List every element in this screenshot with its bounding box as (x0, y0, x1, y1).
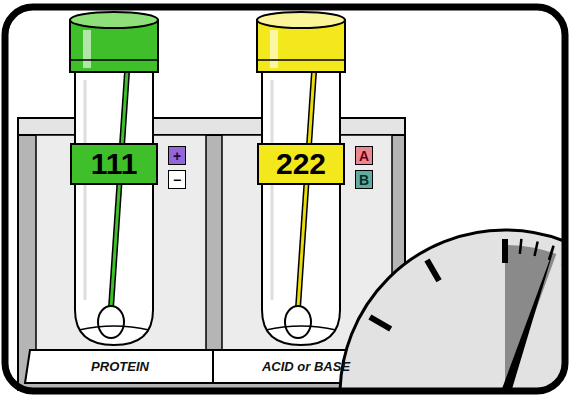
timer-clock (340, 230, 563, 389)
test-tube (98, 306, 124, 338)
result-checkbox: − (168, 170, 186, 189)
tube-rack (212, 350, 214, 383)
test-tube (257, 59, 345, 61)
test-tube (111, 72, 127, 308)
test-tube (285, 306, 311, 338)
checkbox-symbol: A (359, 149, 369, 163)
sample-number: 111 (91, 149, 138, 179)
result-checkbox: A (355, 146, 373, 165)
clock-hand (500, 245, 555, 389)
clock-face (340, 230, 563, 389)
test-tube (257, 12, 345, 28)
frame-border (5, 7, 565, 391)
hour-tick (502, 239, 508, 263)
checkbox-symbol: + (173, 149, 181, 163)
test-tube (70, 59, 158, 61)
sample-number-band: 111 (70, 143, 158, 185)
test-tube (70, 12, 158, 28)
test-tube (83, 30, 91, 68)
test-tube (262, 60, 340, 345)
result-checkbox: B (355, 170, 373, 189)
test-tube (79, 326, 149, 330)
timer-clock (340, 230, 563, 389)
test-tube (298, 72, 314, 308)
result-checkbox: + (168, 146, 186, 165)
hour-tick (427, 260, 439, 281)
checkbox-symbol: B (359, 173, 369, 187)
test-tube (70, 12, 345, 345)
test-tube (70, 12, 158, 345)
sample-number: 222 (276, 149, 326, 179)
test-tube (257, 12, 345, 345)
minute-tick (520, 239, 522, 254)
compartment-label: PROTEIN (91, 360, 149, 373)
test-tube (298, 72, 314, 308)
compartment-label: ACID or BASE (262, 360, 350, 373)
test-tube (270, 30, 278, 68)
checkbox-symbol: − (173, 173, 181, 187)
test-tube (84, 80, 87, 300)
test-tube (271, 80, 274, 300)
minute-tick (535, 241, 538, 256)
test-tube (111, 72, 127, 308)
test-tube (266, 326, 336, 330)
sample-number-band: 222 (257, 143, 345, 185)
hour-tick (370, 317, 391, 329)
test-tube (75, 60, 153, 345)
